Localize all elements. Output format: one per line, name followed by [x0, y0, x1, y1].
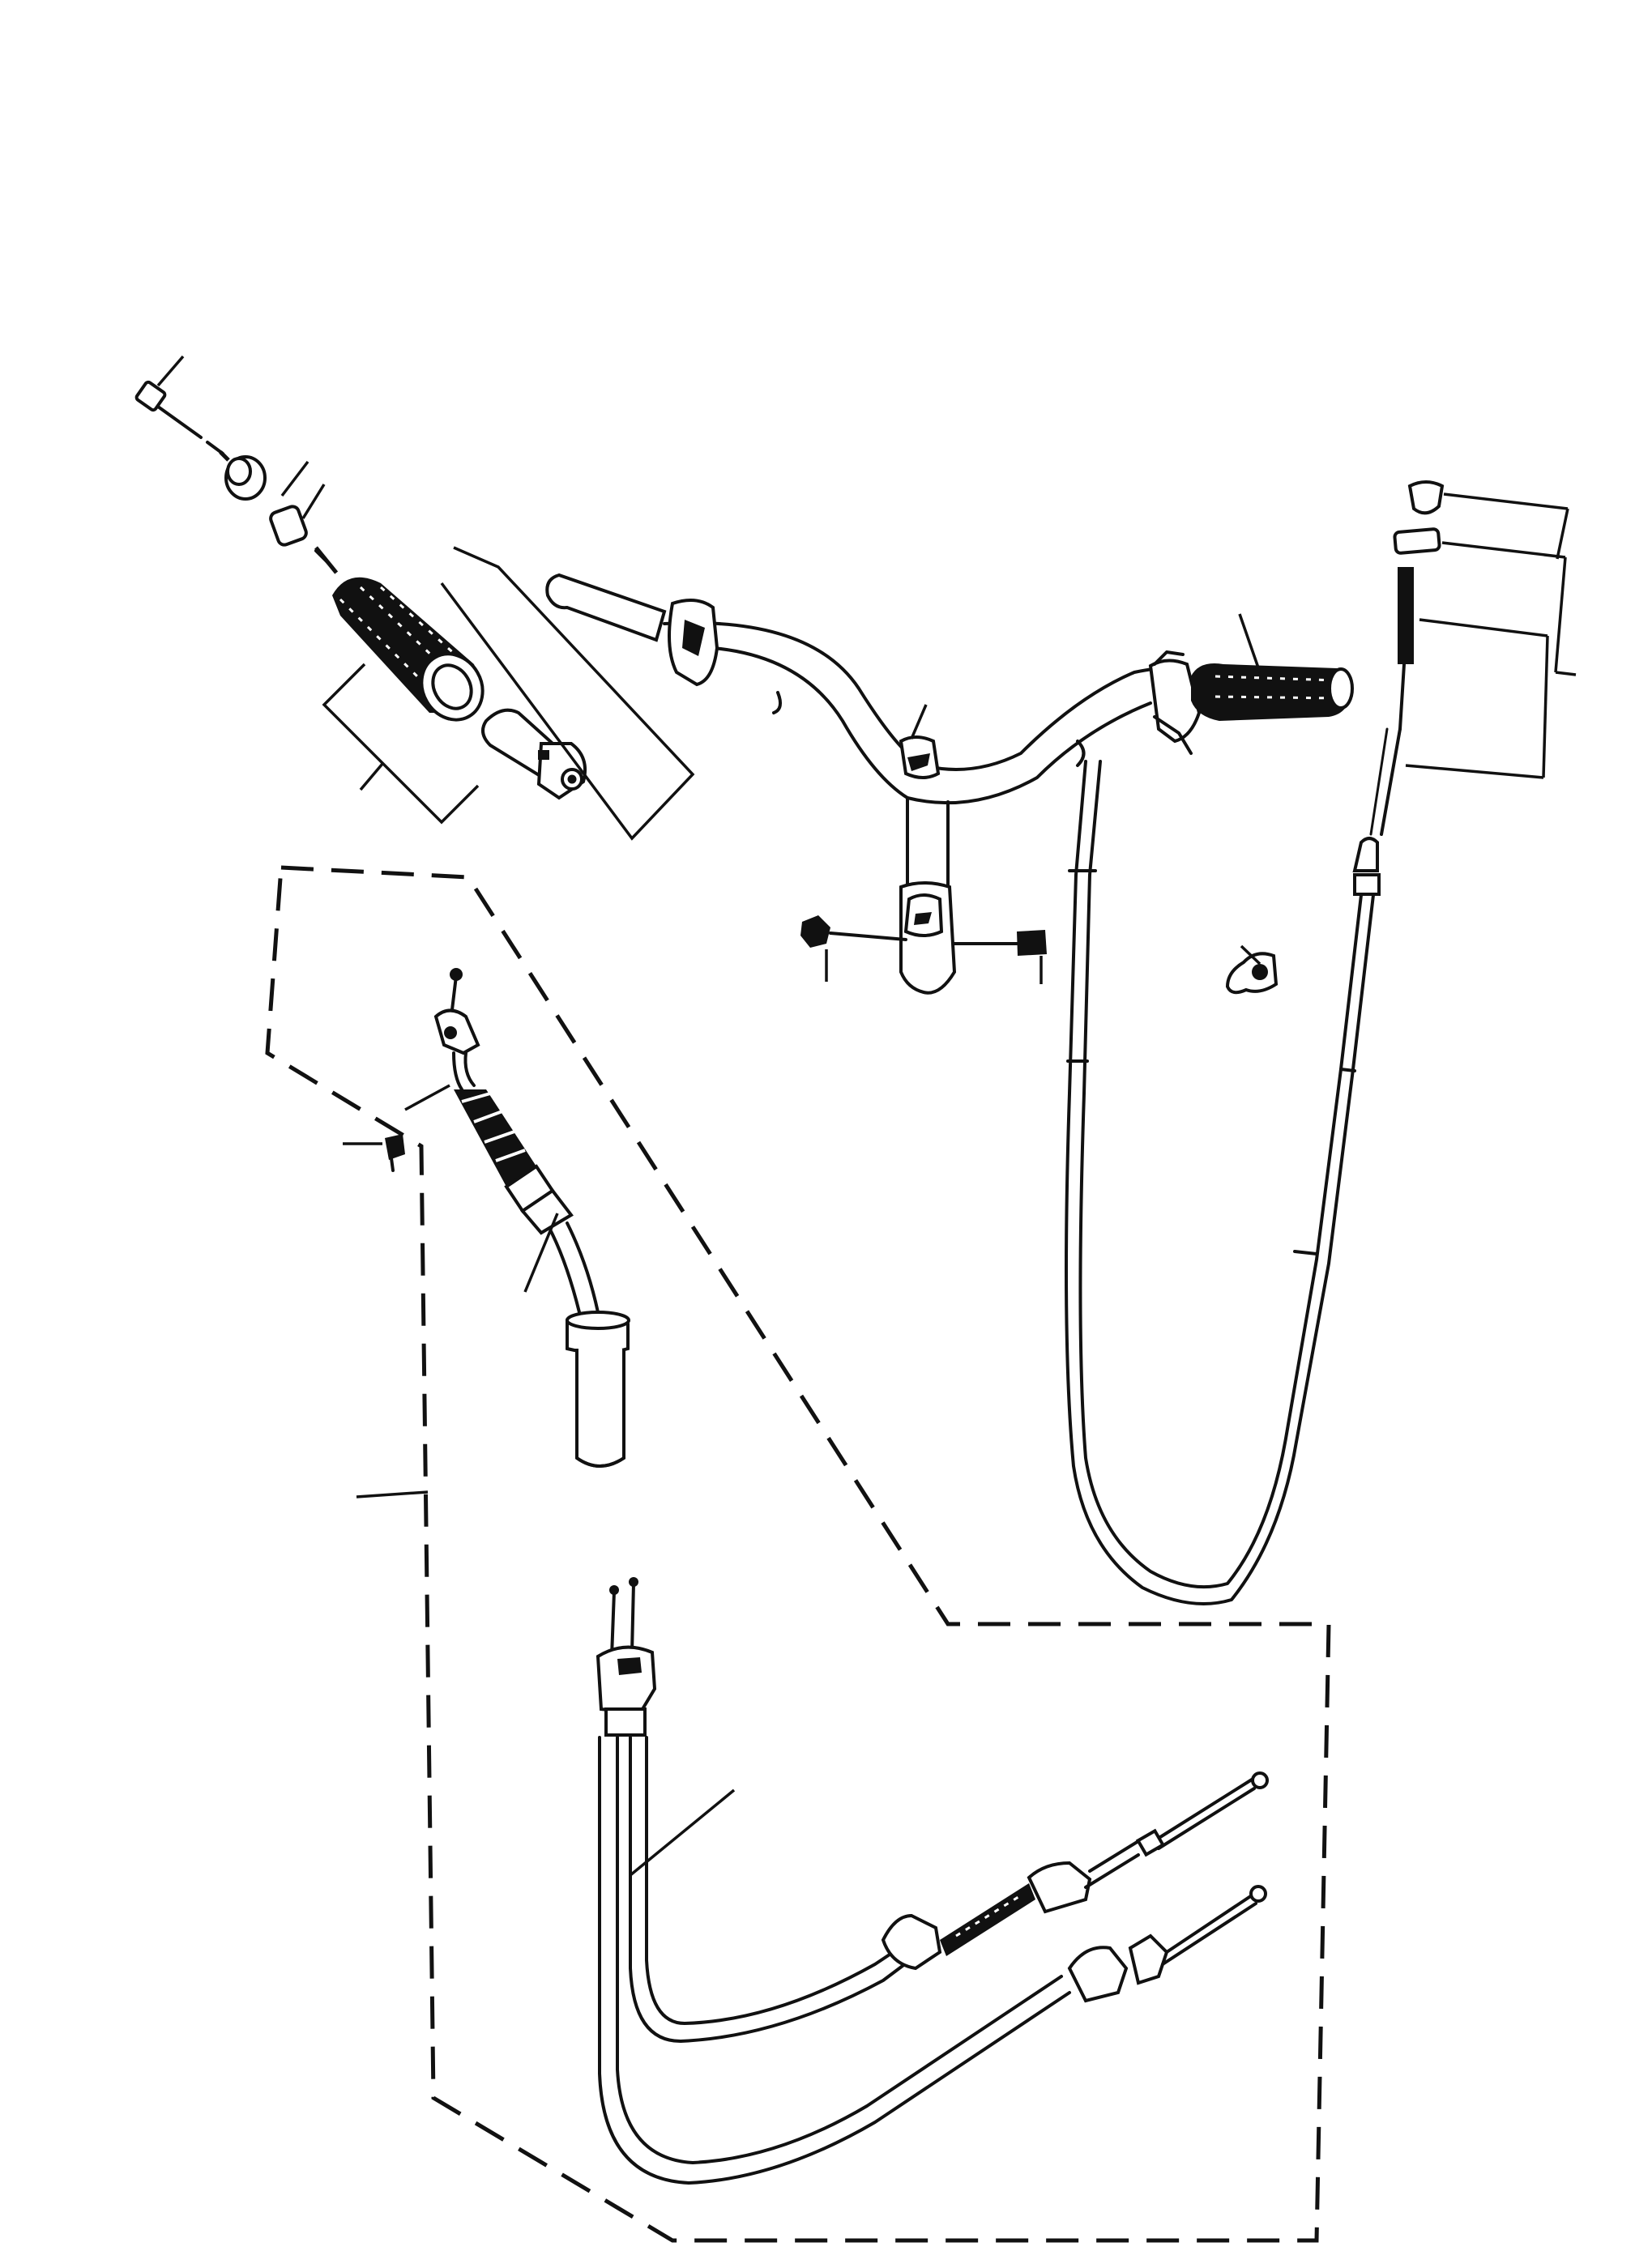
centre-line: [219, 450, 230, 462]
leader-line: [629, 1788, 736, 1877]
leader-line: [523, 1213, 559, 1293]
grip-end-spacer: [224, 455, 267, 501]
clamp-nut: [800, 915, 907, 948]
grip-bracket: [322, 663, 480, 825]
leader-line: [301, 484, 326, 519]
grip-end-screw: [134, 380, 224, 455]
centre-line: [314, 546, 345, 583]
leader-line: [404, 1084, 450, 1111]
throttle-screw: [343, 1134, 405, 1172]
right-handlebar-grip: [1191, 663, 1354, 721]
handlebar-clamp: [899, 881, 957, 995]
throttle-group-outline: [265, 865, 1331, 2243]
throttle-assembly: [433, 968, 630, 1468]
leader-line: [156, 355, 185, 387]
clamp-bolt: [953, 930, 1047, 956]
handlebar: [545, 573, 1202, 889]
sub-assembly-outline: [440, 546, 695, 841]
grip-end-collar: [269, 505, 334, 569]
left-handlebar-grip: [332, 577, 485, 722]
leader-line: [1240, 944, 1261, 966]
cable-guide-clip: [1225, 952, 1279, 995]
cable-adjuster: [1405, 492, 1577, 779]
twin-throttle-cables: [596, 1577, 1269, 2185]
leader-line: [910, 704, 928, 740]
leader-line: [359, 762, 384, 791]
leader-line: [280, 460, 309, 497]
clutch-cable: [1065, 480, 1445, 1605]
leader-line: [1238, 613, 1261, 673]
throttle-tube: [481, 708, 587, 800]
leader-line: [356, 1490, 429, 1498]
